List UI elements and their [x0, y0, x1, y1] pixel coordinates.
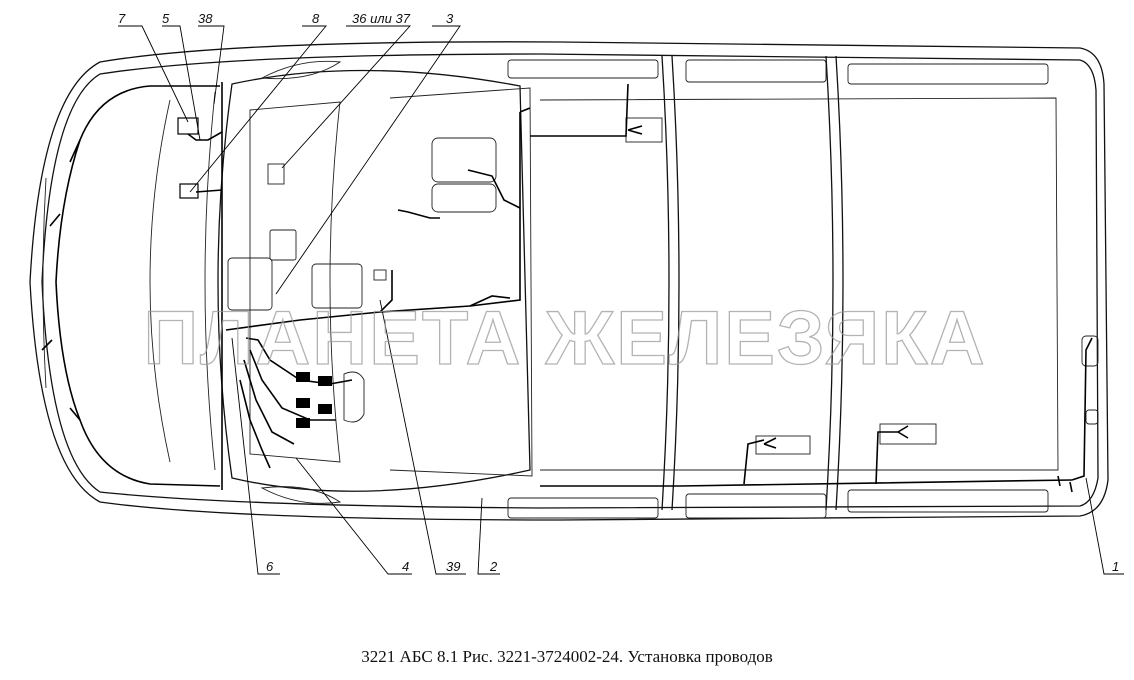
wiring-diagram: 7 5 38 8 36 или 37 3 6 4 39 2 1 ПЛАНЕТА …	[29, 11, 1124, 575]
figure-caption: 3221 АБС 8.1 Рис. 3221-3724002-24. Устан…	[361, 647, 773, 666]
callout-label-36-37: 36 или 37	[352, 11, 411, 26]
callout-label-8: 8	[312, 11, 320, 26]
callout-label-5: 5	[162, 11, 170, 26]
callout-labels-bottom: 6 4 39 2 1	[266, 559, 1119, 574]
callout-label-3: 3	[446, 11, 454, 26]
callout-label-39: 39	[446, 559, 460, 574]
vehicle-outline	[29, 41, 1109, 521]
callout-leaders	[118, 25, 1124, 575]
callout-label-38: 38	[198, 11, 213, 26]
callout-label-4: 4	[402, 559, 409, 574]
callout-label-2: 2	[489, 559, 498, 574]
callout-label-7: 7	[118, 11, 126, 26]
watermark-text: ПЛАНЕТА ЖЕЛЕЗЯКА	[143, 296, 986, 381]
callout-label-1: 1	[1112, 559, 1119, 574]
callout-label-6: 6	[266, 559, 274, 574]
callout-labels-top: 7 5 38 8 36 или 37 3	[118, 11, 454, 26]
wiring-harness	[41, 82, 1093, 493]
